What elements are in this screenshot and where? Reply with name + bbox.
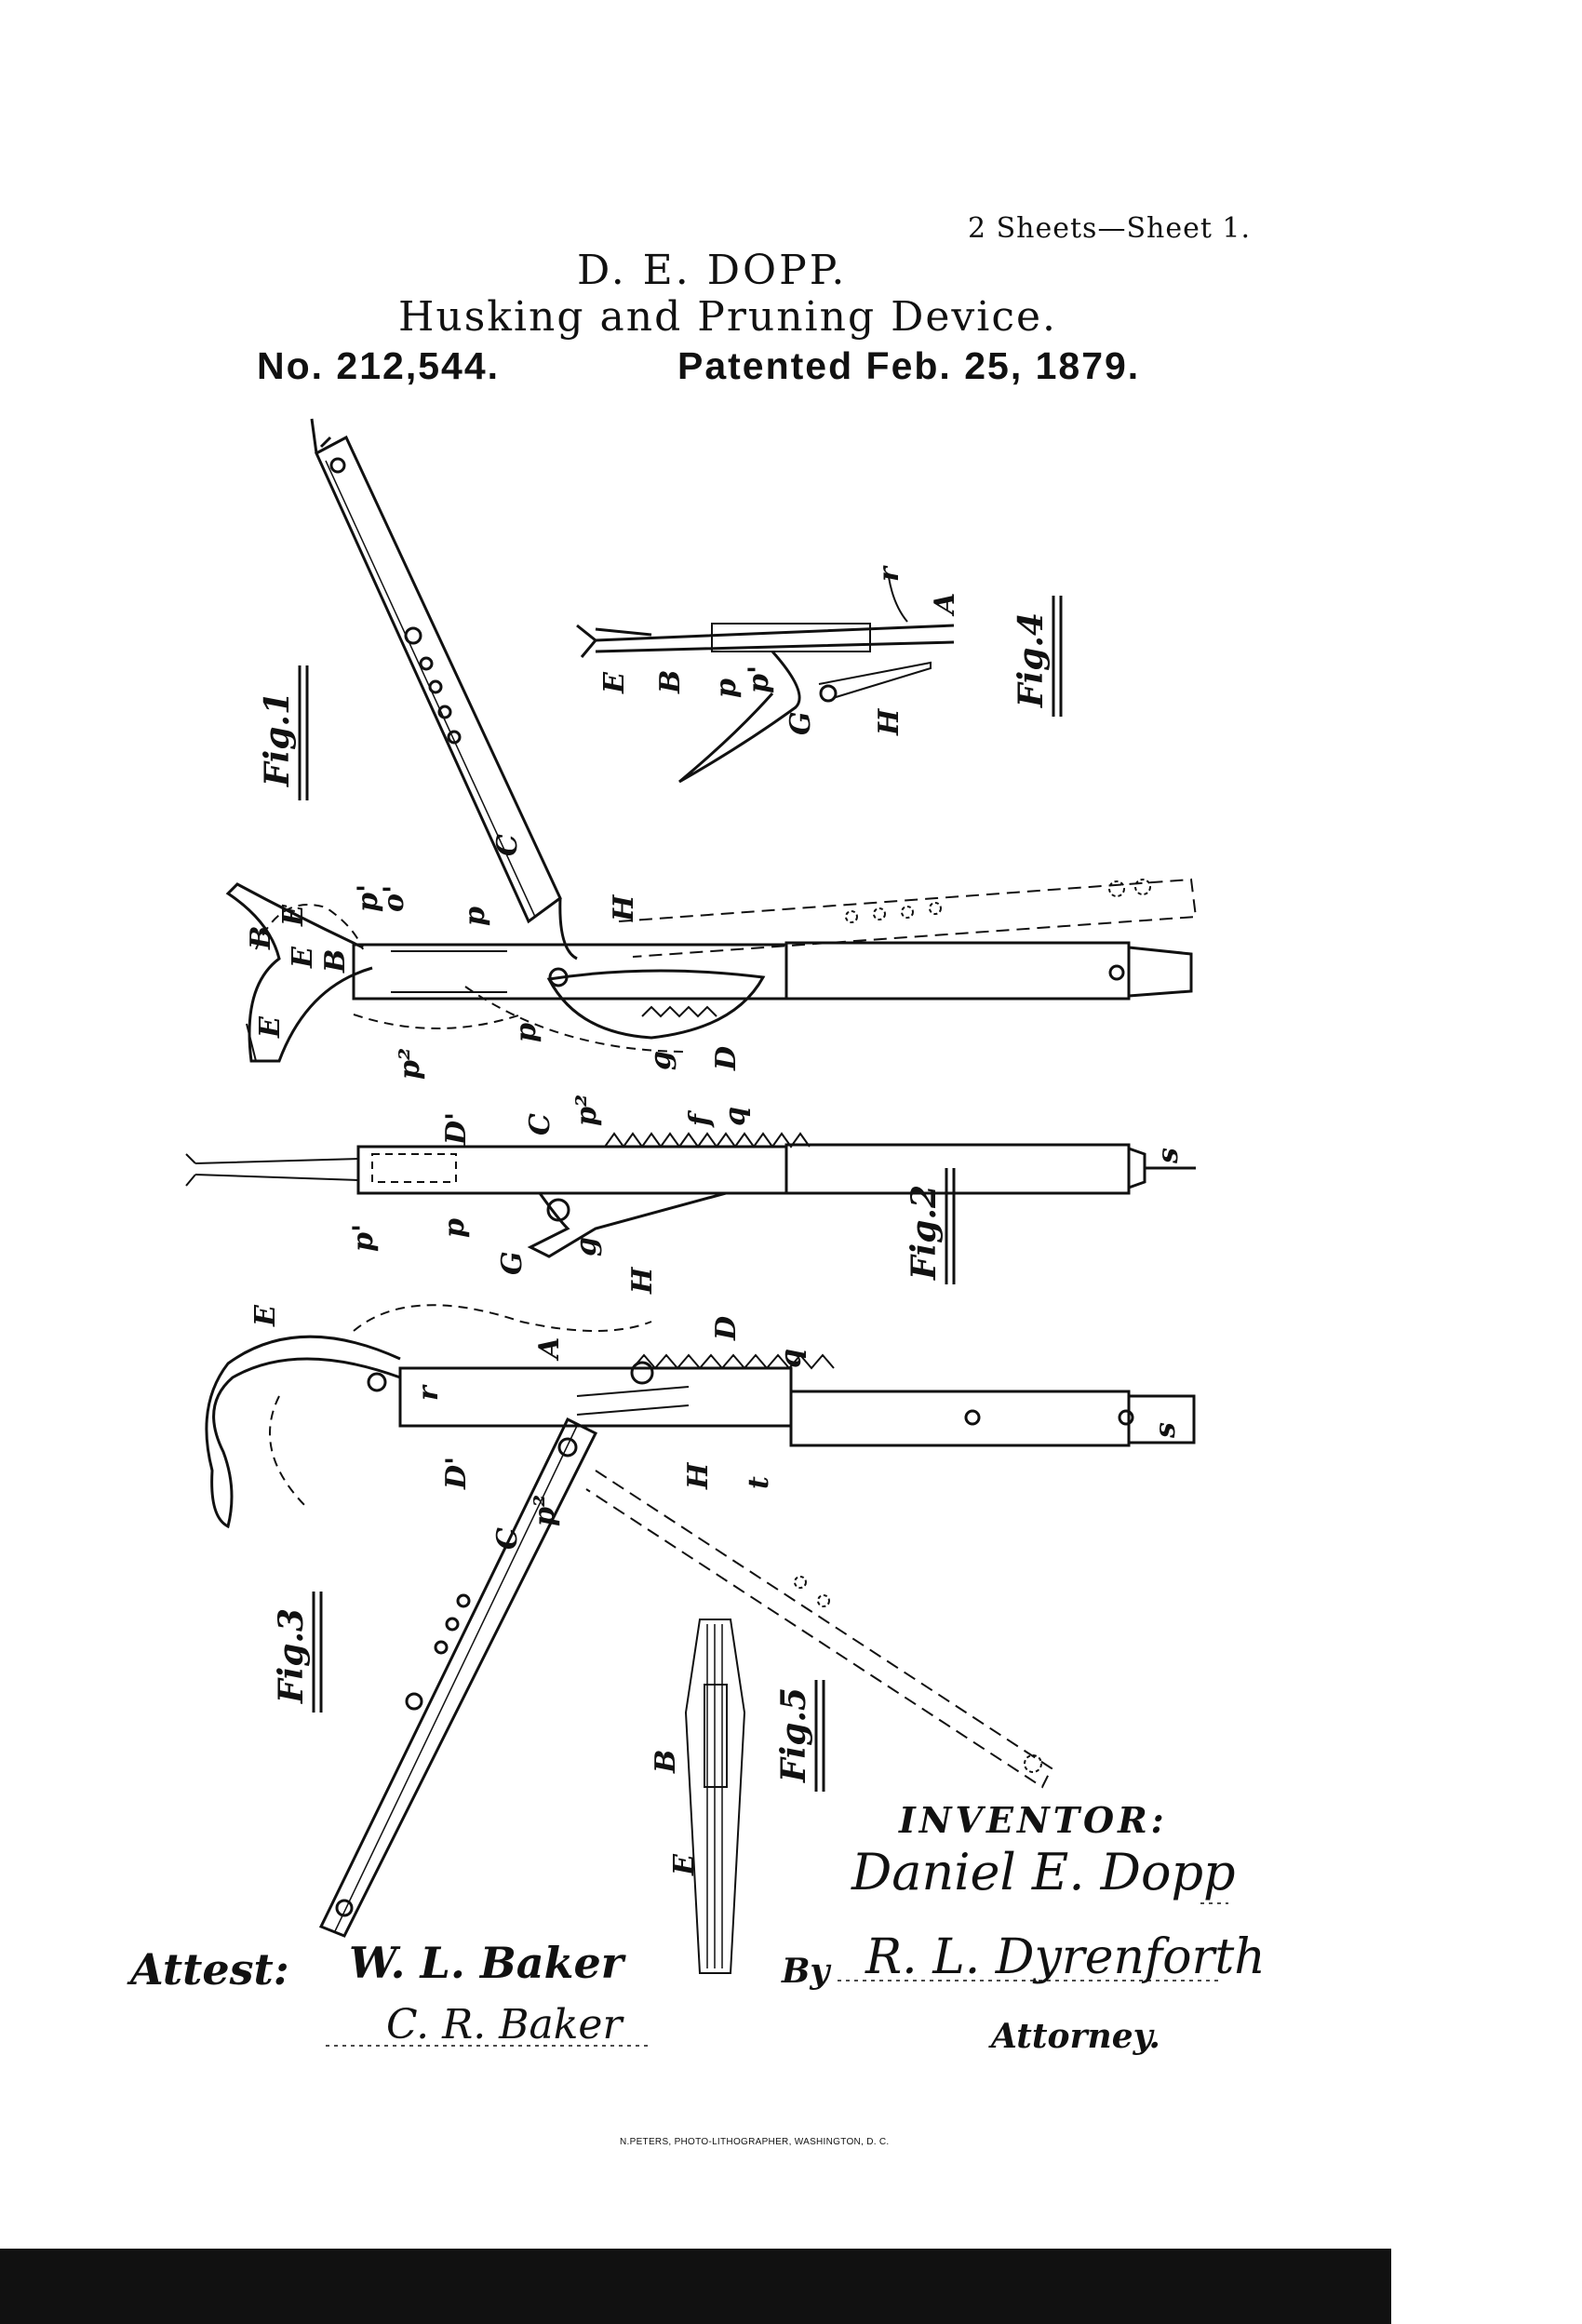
fig3-ref-A: A [533, 1337, 566, 1362]
fig3-ref-E: E [249, 1304, 282, 1327]
fig1-ref-E: E [277, 904, 310, 927]
fig3-ref-q: q [775, 1349, 808, 1368]
scan-bottom-edge [0, 2249, 1391, 2324]
fig2-ref-g: g [570, 1237, 603, 1256]
fig1-ref-p-sq: p² [394, 1048, 426, 1080]
fig2-ref-D-prime: D' [440, 1112, 473, 1146]
patent-title: Husking and Pruning Device. [398, 293, 1058, 341]
figure-3-drawing [205, 1304, 1196, 1938]
fig4-ref-r: r [873, 565, 905, 582]
fig5-label: Fig.5 [774, 1687, 813, 1783]
figure-2-drawing [185, 1132, 1196, 1258]
inventor-name: D. E. DOPP. [577, 247, 848, 294]
witness-2-signature: C. R. Baker [386, 2001, 624, 2049]
fig4-label: Fig.4 [1012, 612, 1051, 708]
fig2-label: Fig.2 [905, 1185, 944, 1281]
attorney-signature: R. L. Dyrenforth [865, 1929, 1266, 1985]
fig1-label: Fig.1 [258, 692, 297, 787]
attest-label: Attest: [127, 1944, 289, 1995]
fig2-ref-s: s [1152, 1148, 1185, 1164]
fig2-ref-C: C [524, 1113, 556, 1135]
fig3-ref-t: t [743, 1476, 775, 1489]
figure-1-drawing [225, 418, 1198, 1063]
figure-4-drawing [576, 576, 955, 784]
fig4-ref-H: H [873, 707, 905, 736]
fig1-ref-g: g [645, 1051, 677, 1070]
fig3-ref-p2: p² [529, 1495, 561, 1526]
fig4-ref-A: A [929, 593, 961, 617]
fig1-ref-p2: p [510, 1023, 543, 1042]
fig4-ref-p: p [710, 678, 743, 698]
fig3-ref-H: H [682, 1461, 715, 1490]
witness-1-signature: W. L. Baker [349, 1938, 627, 1988]
inventor-signature: Daniel E. Dopp [851, 1843, 1236, 1901]
fig1-ref-p: p [459, 907, 491, 926]
fig4-ref-p-prime: p' [743, 665, 775, 693]
fig4-ref-E: E [598, 671, 631, 694]
fig1-ref-D: D [710, 1046, 743, 1071]
fig1-ref-E2: E [287, 946, 319, 969]
fig5-ref-B: B [650, 1750, 682, 1774]
fig1-ref-B: B [245, 926, 277, 950]
fig2-ref-p-prime: p' [347, 1224, 380, 1252]
printer-credit: N.PETERS, PHOTO-LITHOGRAPHER, WASHINGTON… [620, 2137, 890, 2147]
fig4-ref-G: G [784, 711, 817, 735]
figure-5-drawing [684, 1619, 746, 1974]
fig3-ref-D-prime: D' [440, 1457, 473, 1490]
fig2-ref-f: f [684, 1109, 717, 1128]
fig3-label: Fig.3 [272, 1608, 311, 1704]
fig2-ref-p2: p² [570, 1095, 603, 1126]
fig3-ref-D: D [710, 1316, 743, 1341]
fig1-ref-C: C [491, 834, 524, 856]
attorney-label: Attorney. [988, 2017, 1160, 2056]
inventor-label: INVENTOR: [899, 1799, 1168, 1841]
fig2-ref-p: p [438, 1218, 471, 1238]
fig5-ref-E: E [668, 1853, 701, 1876]
by-label: By [781, 1952, 831, 1991]
fig1-ref-p-prime: p' [352, 884, 384, 912]
patent-number: No. 212,544. [257, 344, 501, 387]
fig1-ref-E3: E [254, 1015, 287, 1039]
fig2-ref-G: G [496, 1251, 529, 1275]
fig2-ref-H: H [626, 1266, 659, 1295]
fig1-ref-B2: B [319, 949, 352, 974]
fig4-ref-B: B [654, 670, 687, 694]
fig3-ref-s: s [1149, 1422, 1182, 1439]
fig2-ref-q: q [719, 1107, 752, 1126]
fig3-ref-r: r [412, 1384, 445, 1401]
sheet-note: 2 Sheets—Sheet 1. [968, 212, 1252, 245]
fig1-ref-H: H [608, 893, 640, 922]
fig3-ref-C: C [491, 1527, 524, 1550]
patent-date: Patented Feb. 25, 1879. [677, 344, 1141, 387]
fig1-ref-o-prime: o' [378, 885, 410, 912]
